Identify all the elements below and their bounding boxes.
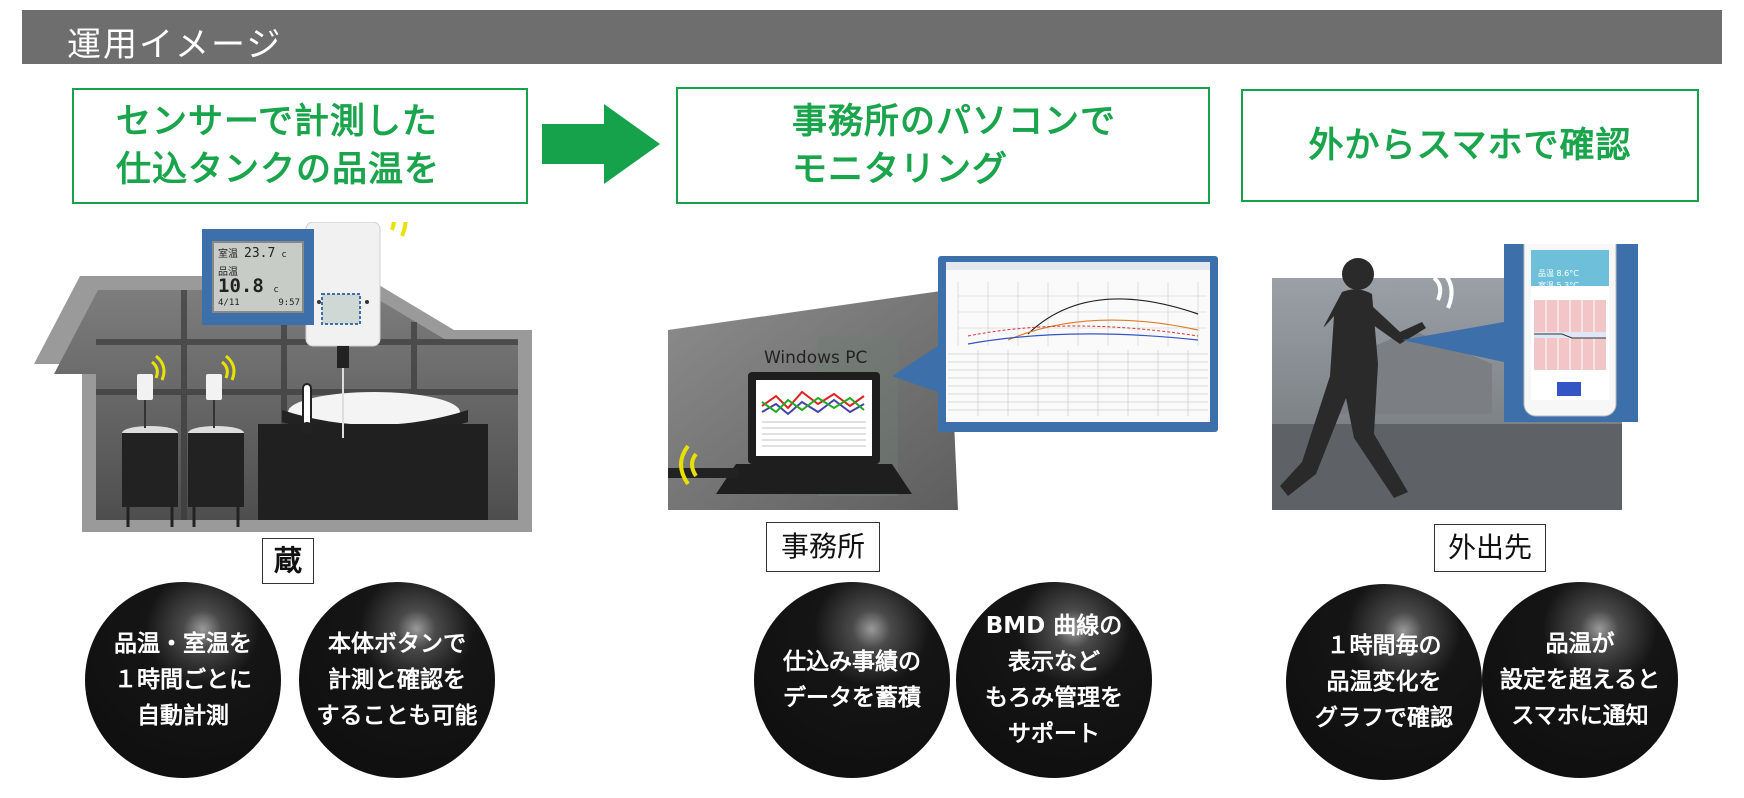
thermometer-icon bbox=[301, 383, 313, 434]
feature-3-line-2: データを蓄積 bbox=[783, 685, 921, 711]
wifi-icon bbox=[151, 354, 236, 381]
feature-5-line-3: グラフで確認 bbox=[1315, 705, 1453, 731]
outside-illustration bbox=[1272, 244, 1638, 510]
feature-6-line-3: スマホに通知 bbox=[1511, 703, 1649, 729]
feature-5-line-1: １時間毎の bbox=[1326, 633, 1442, 659]
feature-2-line-3: することも可能 bbox=[316, 703, 478, 729]
phone-temp-2: 室温 5.3°C bbox=[1538, 281, 1579, 290]
pc-label: Windows PC bbox=[764, 348, 868, 368]
brewery-illustration bbox=[34, 222, 532, 532]
step-box-smartphone: 外からスマホで確認 bbox=[1241, 89, 1699, 202]
step-box-sensor: センサーで計測した 仕込タンクの品温を bbox=[72, 88, 528, 204]
small-tank-1 bbox=[122, 426, 178, 527]
feature-1-line-3: 自動計測 bbox=[137, 703, 229, 729]
step-2-line-1: 事務所のパソコンで bbox=[792, 101, 1117, 142]
page-title: 運用イメージ bbox=[67, 25, 283, 65]
step-box-office: 事務所のパソコンで モニタリング bbox=[676, 87, 1210, 204]
place-label-office: 事務所 bbox=[766, 522, 880, 572]
wifi-icon-office bbox=[679, 444, 698, 486]
lcd-product-value: 10.8 bbox=[218, 275, 264, 297]
feature-2-line-1: 本体ボタンで bbox=[328, 631, 466, 657]
main-tank bbox=[258, 392, 488, 520]
sensor-display-callout: 室温 23.7 c 品温 10.8 c 4/11 9:57 bbox=[202, 229, 314, 325]
feature-4-line-3: もろみ管理を bbox=[985, 685, 1123, 711]
feature-2-line-2: 計測と確認を bbox=[328, 667, 466, 693]
header-banner: 運用イメージ bbox=[22, 10, 1722, 65]
feature-circle-bmd-curve: BMD 曲線の 表示など もろみ管理を サポート bbox=[956, 582, 1152, 778]
walking-person-icon bbox=[1280, 258, 1426, 498]
sensor-lcd: 室温 23.7 c 品温 10.8 c 4/11 9:57 bbox=[212, 241, 304, 313]
lcd-room-unit: c bbox=[281, 250, 287, 260]
feature-5-line-2: 品温変化を bbox=[1326, 669, 1442, 695]
feature-circle-data-storage: 仕込み事績の データを蓄積 bbox=[754, 582, 950, 778]
place-label-kura: 蔵 bbox=[262, 538, 314, 584]
feature-1-line-1: 品温・室温を bbox=[114, 631, 252, 657]
phone-temp-readout: 品温 8.6°C 室温 5.3°C bbox=[1538, 268, 1608, 292]
feature-4-line-4: サポート bbox=[1008, 721, 1100, 747]
sensor-device bbox=[305, 222, 381, 438]
step-1-line-2: 仕込タンクの品温を bbox=[116, 150, 441, 190]
step-1-line-1: センサーで計測した bbox=[116, 102, 438, 142]
laptop-icon bbox=[716, 372, 912, 494]
lcd-time: 9:57 bbox=[278, 298, 300, 308]
feature-4-line-1: BMD 曲線の bbox=[985, 613, 1123, 639]
feature-4-line-2: 表示など bbox=[1008, 649, 1100, 675]
lcd-room-label: 室温 bbox=[218, 249, 238, 260]
feature-circle-button-measure: 本体ボタンで 計測と確認を することも可能 bbox=[299, 582, 495, 778]
phone-temp-1: 品温 8.6°C bbox=[1538, 269, 1579, 278]
small-tank-2 bbox=[188, 426, 244, 527]
wifi-icon-phone bbox=[1432, 268, 1454, 309]
software-screen bbox=[938, 256, 1218, 432]
feature-circle-auto-measure: 品温・室温を １時間ごとに 自動計測 bbox=[85, 582, 281, 778]
lcd-product-label: 品温 bbox=[218, 267, 238, 278]
feature-3-line-1: 仕込み事績の bbox=[783, 649, 921, 675]
arrow-right-icon bbox=[542, 104, 660, 184]
feature-circle-hourly-graph: １時間毎の 品温変化を グラフで確認 bbox=[1286, 584, 1482, 780]
feature-6-line-1: 品温が bbox=[1545, 631, 1615, 657]
step-2-line-2: モニタリング bbox=[792, 149, 1009, 190]
place-label-outside: 外出先 bbox=[1434, 524, 1546, 572]
office-illustration bbox=[668, 256, 1218, 510]
smartphone-icon bbox=[1523, 244, 1617, 417]
lcd-room-value: 23.7 bbox=[244, 246, 276, 261]
lcd-date: 4/11 bbox=[218, 298, 240, 308]
feature-6-line-2: 設定を超えると bbox=[1499, 667, 1661, 693]
feature-1-line-2: １時間ごとに bbox=[114, 667, 252, 693]
lcd-product-unit: c bbox=[273, 285, 279, 295]
step-3-line-1: 外からスマホで確認 bbox=[1308, 125, 1632, 166]
feature-circle-notification: 品温が 設定を超えると スマホに通知 bbox=[1482, 582, 1678, 778]
